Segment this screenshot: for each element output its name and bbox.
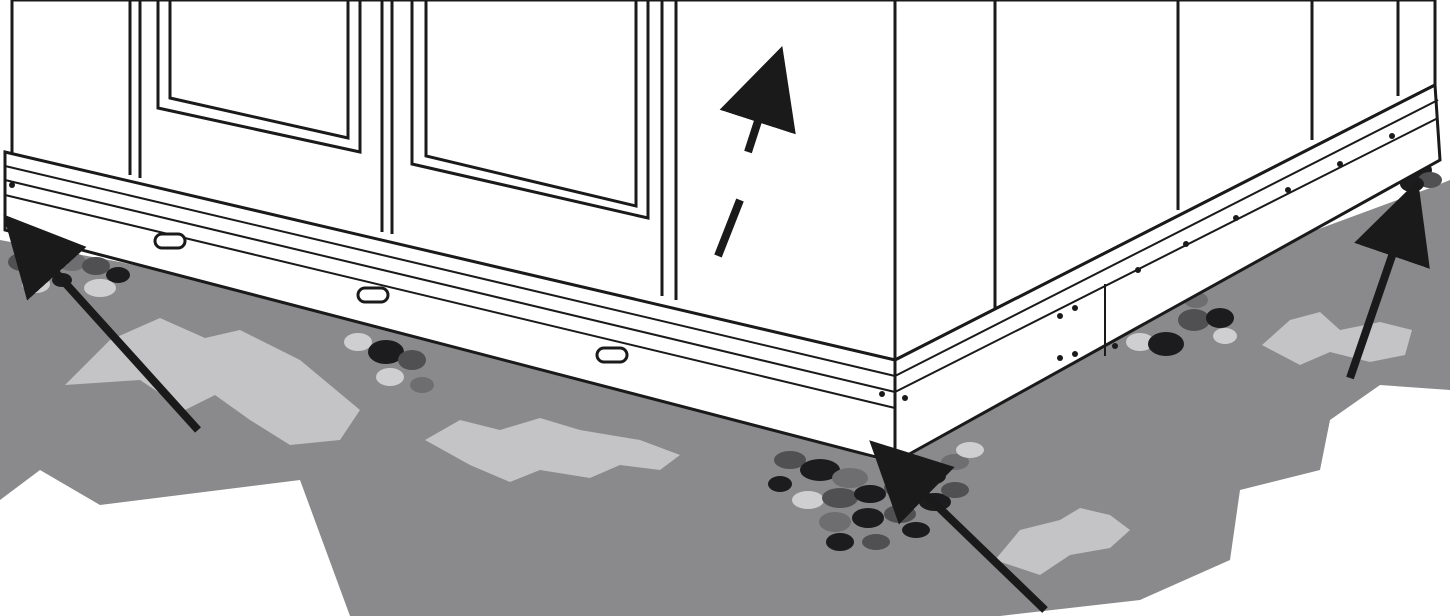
- shed-leveling-illustration: [0, 0, 1450, 616]
